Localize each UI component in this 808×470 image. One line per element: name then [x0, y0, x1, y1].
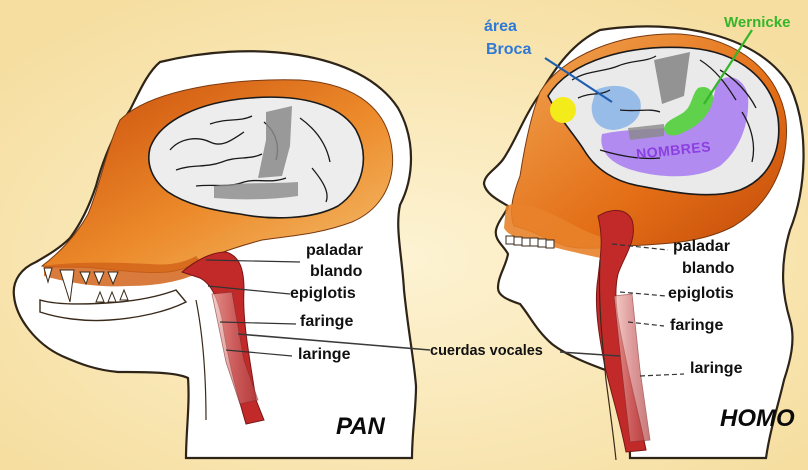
- homo-label-faringe: faringe: [670, 318, 723, 334]
- homo-label-blando: blando: [682, 261, 734, 277]
- pan-label-paladar: paladar: [306, 243, 363, 259]
- cuerdas-vocales-label: cuerdas vocales: [430, 344, 543, 359]
- pan-label-epiglotis: epiglotis: [290, 286, 356, 302]
- pan-brain: [149, 97, 364, 218]
- homo-label-epiglotis: epiglotis: [668, 286, 734, 302]
- pan-label-blando: blando: [310, 264, 362, 280]
- homo-label-paladar: paladar: [673, 239, 730, 255]
- homo-label-laringe: laringe: [690, 361, 742, 377]
- pan-label-laringe: laringe: [298, 347, 350, 363]
- wernicke-label: Wernicke: [724, 15, 790, 30]
- broca-label: Broca: [486, 42, 531, 58]
- area-label: área: [484, 19, 517, 35]
- pan-temporal-band: [214, 182, 298, 199]
- homo-species-label: HOMO: [720, 407, 795, 431]
- pan-label-faringe: faringe: [300, 314, 353, 330]
- pan-species-label: PAN: [336, 415, 385, 439]
- homo-yellow-area: [550, 97, 576, 123]
